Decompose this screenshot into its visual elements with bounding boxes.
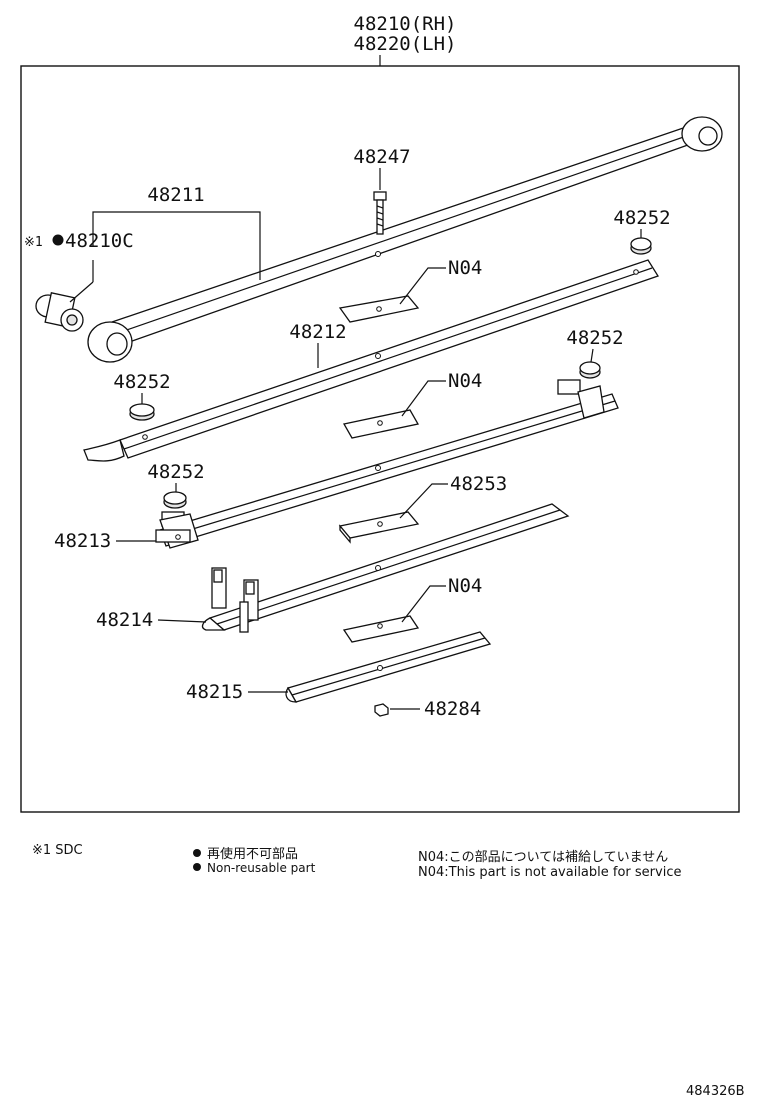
nut-48284 [374,703,389,717]
nonreusable-dot-icon [52,234,64,246]
callout-n04-c: N04 [448,575,482,597]
pad-48252-top-right [630,237,652,255]
leaf-48214 [201,503,570,633]
assembly-code-lh: 48220(LH) [354,33,457,55]
callout-n04-b: N04 [448,370,482,392]
bolt-48247 [373,191,387,235]
footnote-nonreusable-en: Non-reusable part [193,861,315,875]
callout-48212: 48212 [289,321,346,343]
spacer-48253 [338,511,420,544]
leaf-48212 [83,259,659,462]
callout-48252-top-right: 48252 [613,207,670,229]
callout-48213: 48213 [54,530,111,552]
bushing-48210c [35,292,84,332]
callout-48214: 48214 [96,609,153,631]
footnote-nonreusable-jp: 再使用不可部品 [193,843,298,862]
callout-48215: 48215 [186,681,243,703]
pad-48252-left [129,403,155,421]
callout-48211: 48211 [147,184,204,206]
n04-plate-a [338,295,420,323]
assembly-frame [20,65,740,813]
callout-sdc-marker: ※1 [24,235,43,250]
callout-48253: 48253 [450,473,507,495]
callout-48252-mid-right: 48252 [566,327,623,349]
pad-48252-lower-left [163,491,187,509]
nonreusable-dot-icon [193,863,201,871]
footnote-n04-en: N04:This part is not available for servi… [418,865,682,880]
leaf-48215 [285,631,492,703]
n04-plate-b [342,409,420,439]
callout-48284: 48284 [424,698,481,720]
nonreusable-dot-icon [193,849,201,857]
leaf-48213 [155,379,619,549]
leaf-48211 [87,116,723,363]
callout-48247: 48247 [353,146,410,168]
pad-48252-mid-right [579,361,601,379]
n04-plate-c [342,615,420,643]
assembly-code-rh: 48210(RH) [354,13,457,35]
footnote-nonreusable-en-text: Non-reusable part [207,861,316,875]
figure-id: 484326B [686,1084,745,1099]
callout-n04-a: N04 [448,257,482,279]
callout-48252-left: 48252 [113,371,170,393]
callout-48252-lower-left: 48252 [147,461,204,483]
footnote-nonreusable-jp-text: 再使用不可部品 [207,847,299,862]
callout-48210c: 48210C [65,230,134,252]
footnote-n04-jp: N04:この部品については補給していません [418,850,669,865]
footnote-sdc: ※1 SDC [32,843,83,858]
